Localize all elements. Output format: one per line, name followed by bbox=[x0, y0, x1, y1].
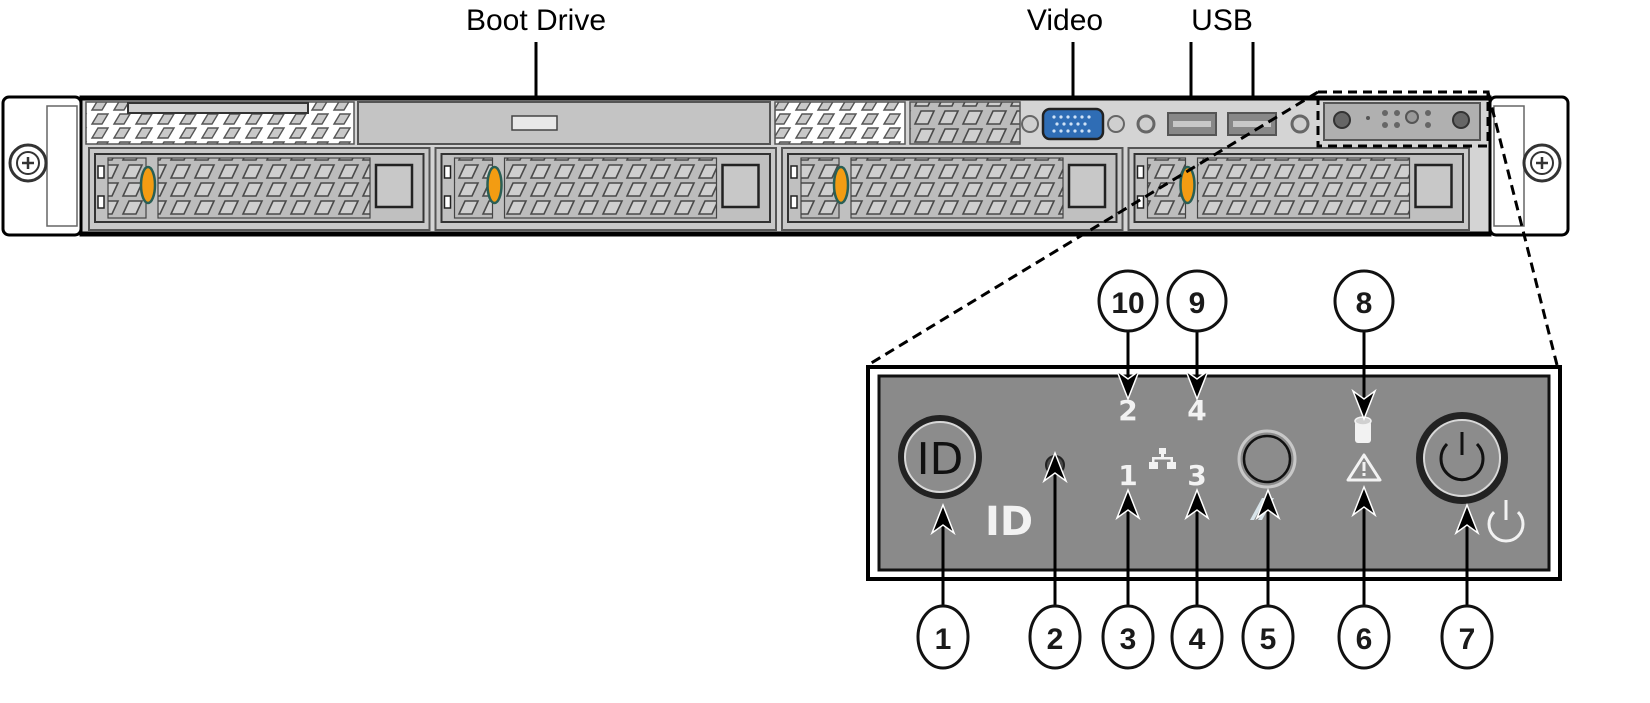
callout-9: 9 bbox=[1166, 269, 1228, 333]
callout-number: 7 bbox=[1459, 623, 1476, 656]
drive-bay-3[interactable] bbox=[781, 147, 1124, 231]
callout-1: 1 bbox=[916, 604, 970, 670]
nic-2-label: 2 bbox=[1118, 394, 1137, 427]
callout-10: 10 bbox=[1097, 269, 1159, 333]
callout-number: 4 bbox=[1189, 623, 1206, 656]
callout-number: 1 bbox=[935, 623, 952, 656]
server-chassis bbox=[1, 95, 1570, 237]
callout-5: 5 bbox=[1241, 604, 1295, 670]
id-indicator-text: ID bbox=[985, 499, 1033, 545]
callout-number: 3 bbox=[1120, 623, 1137, 656]
label-boot-drive: Boot Drive bbox=[466, 4, 606, 37]
callout-number: 9 bbox=[1189, 287, 1206, 320]
label-video: Video bbox=[1027, 4, 1103, 37]
vent-grille bbox=[774, 101, 906, 145]
callout-arrowhead bbox=[1115, 368, 1141, 402]
label-usb: USB bbox=[1191, 4, 1253, 37]
callout-6: 6 bbox=[1337, 604, 1391, 670]
callout-2: 2 bbox=[1028, 604, 1082, 670]
callout-arrowhead bbox=[1454, 502, 1480, 536]
boot-drive-bay bbox=[357, 101, 771, 145]
drive-bay-1[interactable] bbox=[88, 147, 431, 231]
drive-latch-icon[interactable] bbox=[832, 165, 850, 205]
callout-3: 3 bbox=[1101, 604, 1155, 670]
drive-activity-icon bbox=[1354, 416, 1372, 443]
callout-arrowhead bbox=[1115, 487, 1141, 521]
callout-arrowhead bbox=[1351, 484, 1377, 518]
callout-number: 6 bbox=[1356, 623, 1373, 656]
callout-arrowhead bbox=[1255, 487, 1281, 521]
zoom-highlight-box bbox=[1316, 90, 1490, 148]
drive-latch-icon[interactable] bbox=[486, 165, 503, 205]
drive-bay-2[interactable] bbox=[434, 147, 777, 231]
nic-1-label: 1 bbox=[1118, 459, 1137, 492]
callout-4: 4 bbox=[1170, 604, 1224, 670]
callout-arrowhead bbox=[1351, 388, 1377, 422]
drive-latch-icon[interactable] bbox=[139, 165, 157, 205]
callout-arrowhead bbox=[1184, 487, 1210, 521]
warning-icon bbox=[1346, 453, 1382, 482]
power-button[interactable] bbox=[1416, 412, 1508, 504]
nic-4-label: 4 bbox=[1187, 394, 1206, 427]
callout-7: 7 bbox=[1440, 604, 1494, 670]
id-button-label: ID bbox=[917, 434, 964, 485]
drive-latch-icon[interactable] bbox=[1179, 165, 1196, 205]
callout-number: 2 bbox=[1047, 623, 1064, 656]
callout-8: 8 bbox=[1333, 269, 1395, 333]
id-button[interactable]: ID bbox=[898, 415, 982, 499]
drive-bay-4[interactable] bbox=[1127, 147, 1470, 231]
callout-number: 5 bbox=[1260, 623, 1277, 656]
vent-grille bbox=[909, 101, 1021, 145]
callout-number: 10 bbox=[1111, 287, 1144, 320]
vga-port bbox=[1041, 107, 1105, 141]
callout-number: 8 bbox=[1356, 287, 1373, 320]
callout-arrowhead bbox=[930, 502, 956, 536]
callout-arrowhead bbox=[1184, 368, 1210, 402]
power-icon bbox=[1487, 500, 1525, 543]
network-icon bbox=[1149, 448, 1176, 469]
zoom-line-left bbox=[867, 90, 1319, 367]
nmi-button[interactable] bbox=[1237, 429, 1297, 489]
control-panel-enlarged: ID ID 2 4 1 3 bbox=[866, 365, 1562, 581]
boot-drive-slot bbox=[511, 115, 558, 131]
nic-3-label: 3 bbox=[1187, 459, 1206, 492]
callout-arrowhead bbox=[1042, 450, 1068, 484]
